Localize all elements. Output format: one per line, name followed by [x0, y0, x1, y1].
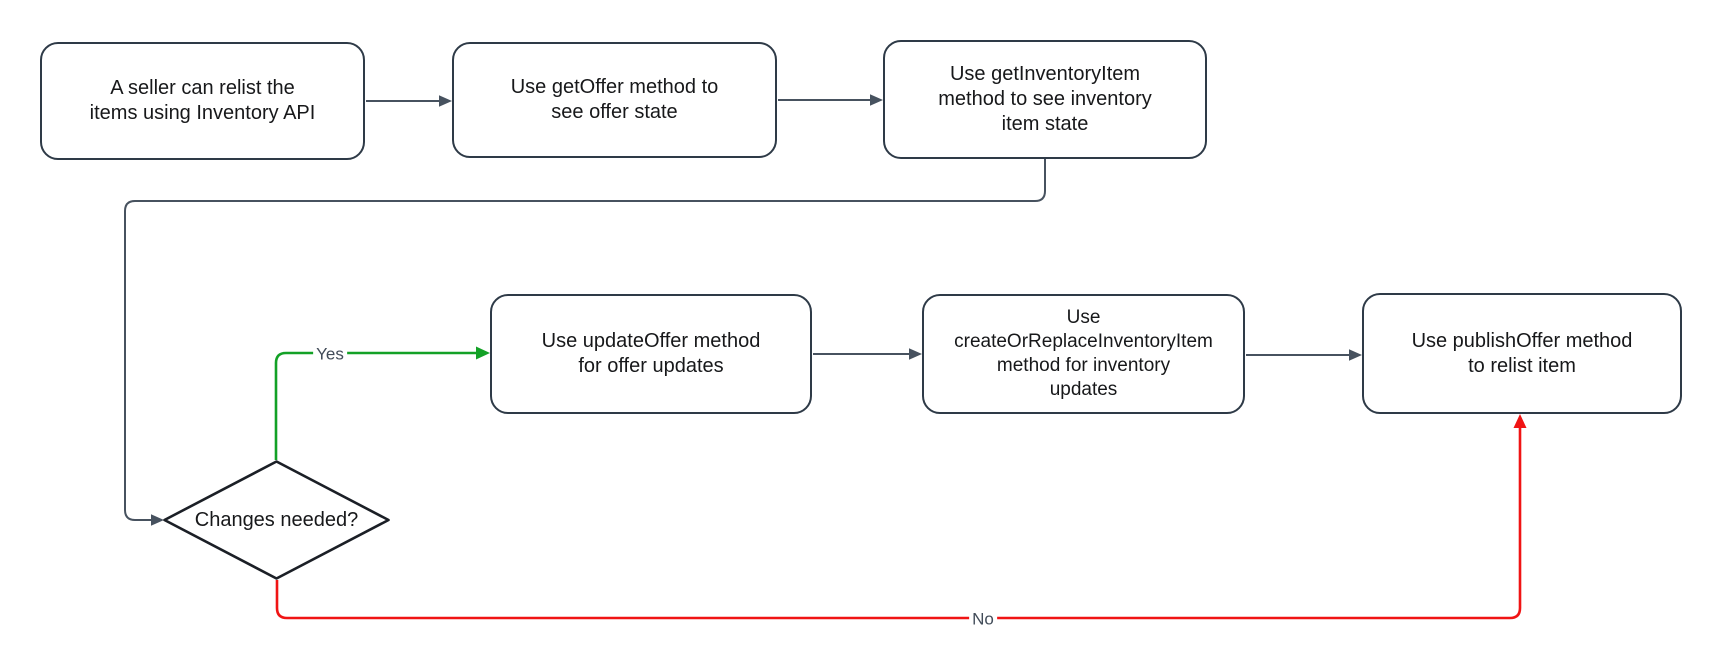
- node-get-offer: Use getOffer method to see offer state: [452, 42, 777, 158]
- edge-no-changes-needed-to-publish-offer: [275, 427, 1522, 620]
- edge-yes-changes-needed-to-update-offer: [274, 351, 478, 460]
- edge-label-yes: Yes: [313, 344, 347, 364]
- edge-label-no: No: [969, 609, 997, 629]
- arrowhead-into-changes-needed-icon: [151, 514, 164, 526]
- node-create-or-replace-text: createOrReplaceInventoryItem: [954, 331, 1213, 352]
- node-publish-offer: Use publishOffer method to relist item: [1362, 293, 1682, 414]
- arrowhead-up-into-publish-offer-icon: [1513, 414, 1527, 428]
- arrowhead-into-get-inventory-item-icon: [870, 94, 883, 106]
- node-get-inventory-item: Use getInventoryItem method to see inven…: [883, 40, 1207, 159]
- node-publish-offer-text: Use publishOffer method: [1411, 329, 1633, 352]
- node-create-or-replace-inventory-item: Use createOrReplaceInventoryItem method …: [922, 294, 1245, 414]
- node-get-offer-text: see offer state: [551, 101, 678, 123]
- edge-get-inventory-item-to-changes-needed: [124, 159, 1046, 521]
- decision-diamond-icon: [163, 460, 390, 580]
- node-changes-needed: Changes needed?: [162, 459, 391, 581]
- node-update-offer-text: Use updateOffer method: [541, 330, 761, 352]
- node-changes-needed-text: Changes needed?: [194, 509, 359, 531]
- node-get-inventory-item-text: item state: [1001, 113, 1089, 135]
- node-create-or-replace-text: updates: [1049, 379, 1118, 400]
- node-get-inventory-item-text: Use getInventoryItem: [949, 63, 1141, 85]
- arrowhead-into-create-or-replace-icon: [909, 348, 922, 360]
- node-start-text: A seller can relist the: [110, 77, 295, 99]
- node-create-or-replace-text: Use: [1066, 307, 1101, 328]
- node-start-text: items using Inventory API: [89, 102, 316, 124]
- node-create-or-replace-text: method for inventory: [996, 355, 1171, 376]
- node-get-offer-text: Use getOffer method to: [510, 76, 719, 98]
- node-update-offer: Use updateOffer method for offer updates: [490, 294, 812, 414]
- arrowhead-into-publish-offer-icon: [1349, 349, 1362, 361]
- node-update-offer-text: for offer updates: [578, 355, 724, 377]
- arrowhead-into-update-offer-icon: [476, 346, 490, 360]
- node-get-inventory-item-text: method to see inventory: [938, 88, 1152, 110]
- arrowhead-into-get-offer-icon: [439, 95, 452, 107]
- node-start: A seller can relist the items using Inve…: [40, 42, 365, 160]
- node-publish-offer-text: to relist item: [1468, 354, 1576, 377]
